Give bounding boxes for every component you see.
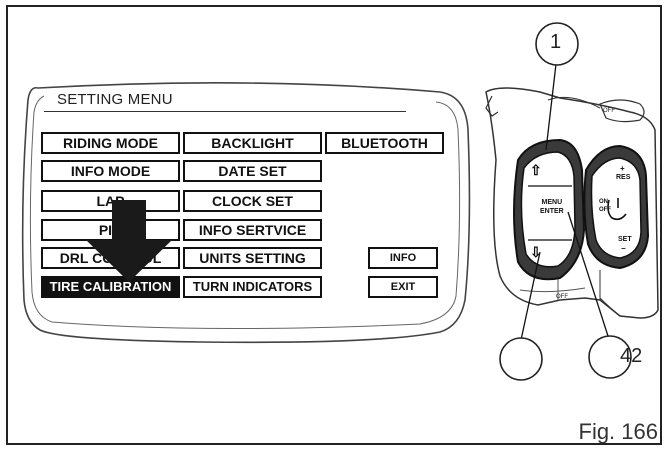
menu-item-info-service[interactable]: INFO SERTVICE (183, 219, 322, 241)
menu-enter-line2: ENTER (540, 208, 564, 215)
info-button[interactable]: INFO (368, 247, 438, 269)
menu-enter-line1: MENU (541, 199, 563, 206)
figure-label: Fig. 166 (578, 419, 659, 444)
down-arrow-icon[interactable]: ⇩ (530, 244, 542, 260)
menu-item-clock-set[interactable]: CLOCK SET (183, 190, 322, 212)
res-button[interactable]: RES (616, 174, 631, 181)
plus-sign: + (620, 164, 625, 173)
menu-item-riding-mode[interactable]: RIDING MODE (41, 132, 180, 154)
menu-item-turn-indicators[interactable]: TURN INDICATORS (183, 276, 322, 298)
exit-button[interactable]: EXIT (368, 276, 438, 298)
up-arrow-icon[interactable]: ⇧ (530, 162, 542, 178)
menu-item-info-mode[interactable]: INFO MODE (41, 160, 180, 182)
menu-title: SETTING MENU (57, 91, 173, 108)
menu-item-backlight[interactable]: BACKLIGHT (183, 132, 322, 154)
menu-enter-button[interactable]: MENU ENTER (540, 198, 564, 216)
set-button[interactable]: SET (618, 236, 632, 243)
callout-42: 42 (620, 345, 643, 367)
menu-item-units-setting[interactable]: UNITS SETTING (183, 247, 322, 269)
small-mode-label: OFF (603, 108, 615, 114)
minus-sign: − (621, 244, 626, 253)
callout-1: 1 (550, 31, 562, 53)
menu-item-date-set[interactable]: DATE SET (183, 160, 322, 182)
small-bottom-label: OFF (556, 294, 568, 300)
menu-item-bluetooth[interactable]: BLUETOOTH (325, 132, 444, 154)
on-off-button[interactable]: ON OFF (599, 199, 611, 213)
title-divider (44, 111, 406, 112)
